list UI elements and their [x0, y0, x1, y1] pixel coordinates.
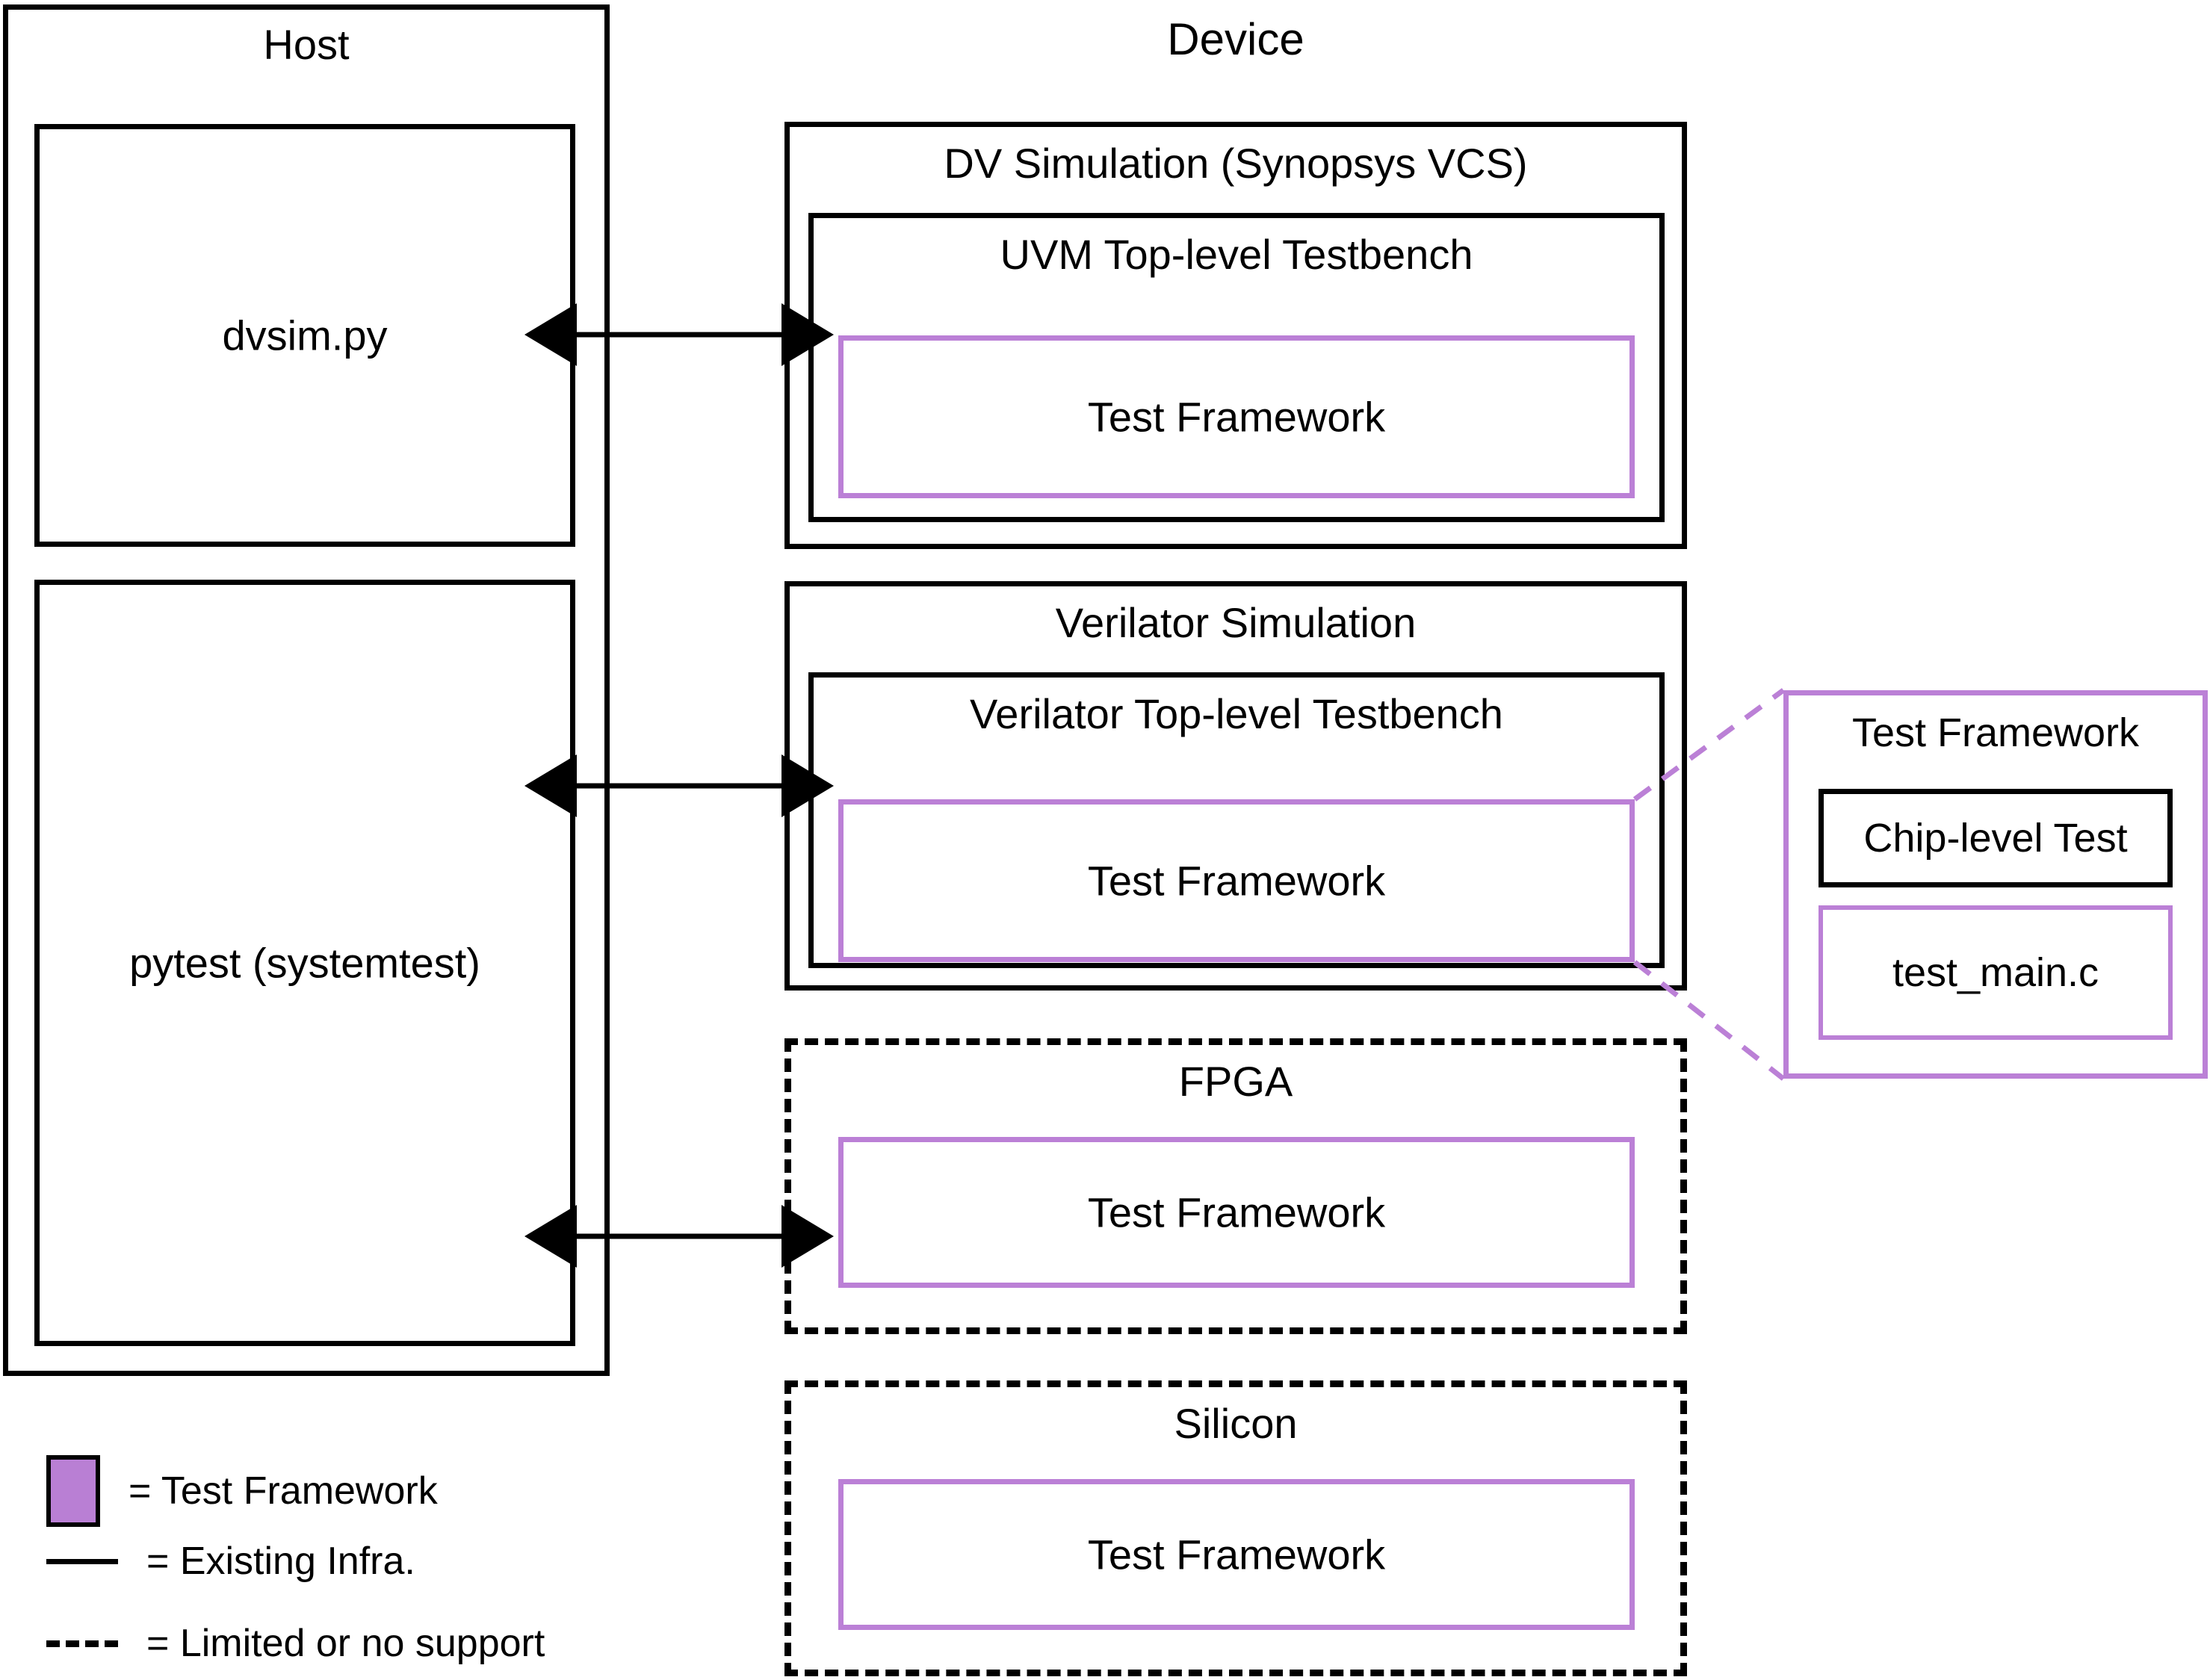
host-block-pytest[interactable]: pytest (systemtest) — [34, 580, 575, 1346]
legend-item-limited-support-label: = Limited or no support — [146, 1622, 545, 1665]
host-block-dvsim-label: dvsim.py — [222, 311, 388, 359]
verilator-top-level-testbench-title: Verilator Top-level Testbench — [970, 690, 1503, 737]
detail-item-chip-level-test-label: Chip-level Test — [1863, 816, 2128, 861]
uvm-top-level-testbench-title: UVM Top-level Testbench — [1000, 231, 1473, 278]
platform-dv-simulation-title: DV Simulation (Synopsys VCS) — [944, 140, 1528, 187]
test-framework-detail-title: Test Framework — [1851, 710, 2140, 755]
legend-item-test-framework-label: = Test Framework — [129, 1469, 438, 1513]
host-block-pytest-label: pytest (systemtest) — [129, 939, 480, 987]
host-container: Host — [3, 4, 610, 1376]
detail-item-test-main-c[interactable]: test_main.c — [1819, 905, 2173, 1040]
platform-silicon[interactable]: Silicon — [784, 1380, 1687, 1676]
test-framework-dv[interactable]: Test Framework — [838, 335, 1635, 498]
test-framework-silicon[interactable]: Test Framework — [838, 1479, 1635, 1630]
test-framework-verilator-label: Test Framework — [1087, 857, 1386, 905]
purple-swatch-icon — [46, 1455, 100, 1527]
test-framework-fpga-label: Test Framework — [1087, 1188, 1386, 1236]
legend-item-existing-infra: = Existing Infra. — [46, 1539, 415, 1584]
uvm-top-level-testbench[interactable]: UVM Top-level Testbench — [808, 213, 1665, 522]
platform-verilator-simulation-title: Verilator Simulation — [1055, 599, 1417, 646]
solid-line-icon — [46, 1558, 118, 1564]
device-title: Device — [1167, 14, 1304, 64]
legend-item-test-framework: = Test Framework — [46, 1455, 438, 1527]
platform-silicon-title: Silicon — [1174, 1400, 1298, 1447]
platform-fpga-title: FPGA — [1178, 1058, 1293, 1105]
test-framework-silicon-label: Test Framework — [1087, 1531, 1386, 1578]
legend-item-limited-support: = Limited or no support — [46, 1621, 545, 1666]
detail-item-test-main-c-label: test_main.c — [1892, 950, 2099, 995]
legend-item-existing-infra-label: = Existing Infra. — [146, 1540, 415, 1583]
platform-fpga[interactable]: FPGA — [784, 1038, 1687, 1334]
verilator-top-level-testbench[interactable]: Verilator Top-level Testbench — [808, 672, 1665, 968]
detail-item-chip-level-test[interactable]: Chip-level Test — [1819, 789, 2173, 887]
host-title: Host — [263, 21, 350, 68]
test-framework-detail[interactable]: Test Framework — [1783, 690, 2208, 1079]
host-block-dvsim[interactable]: dvsim.py — [34, 124, 575, 547]
test-framework-verilator[interactable]: Test Framework — [838, 799, 1635, 962]
test-framework-dv-label: Test Framework — [1087, 393, 1386, 441]
dashed-line-icon — [46, 1640, 118, 1647]
test-framework-fpga[interactable]: Test Framework — [838, 1137, 1635, 1288]
